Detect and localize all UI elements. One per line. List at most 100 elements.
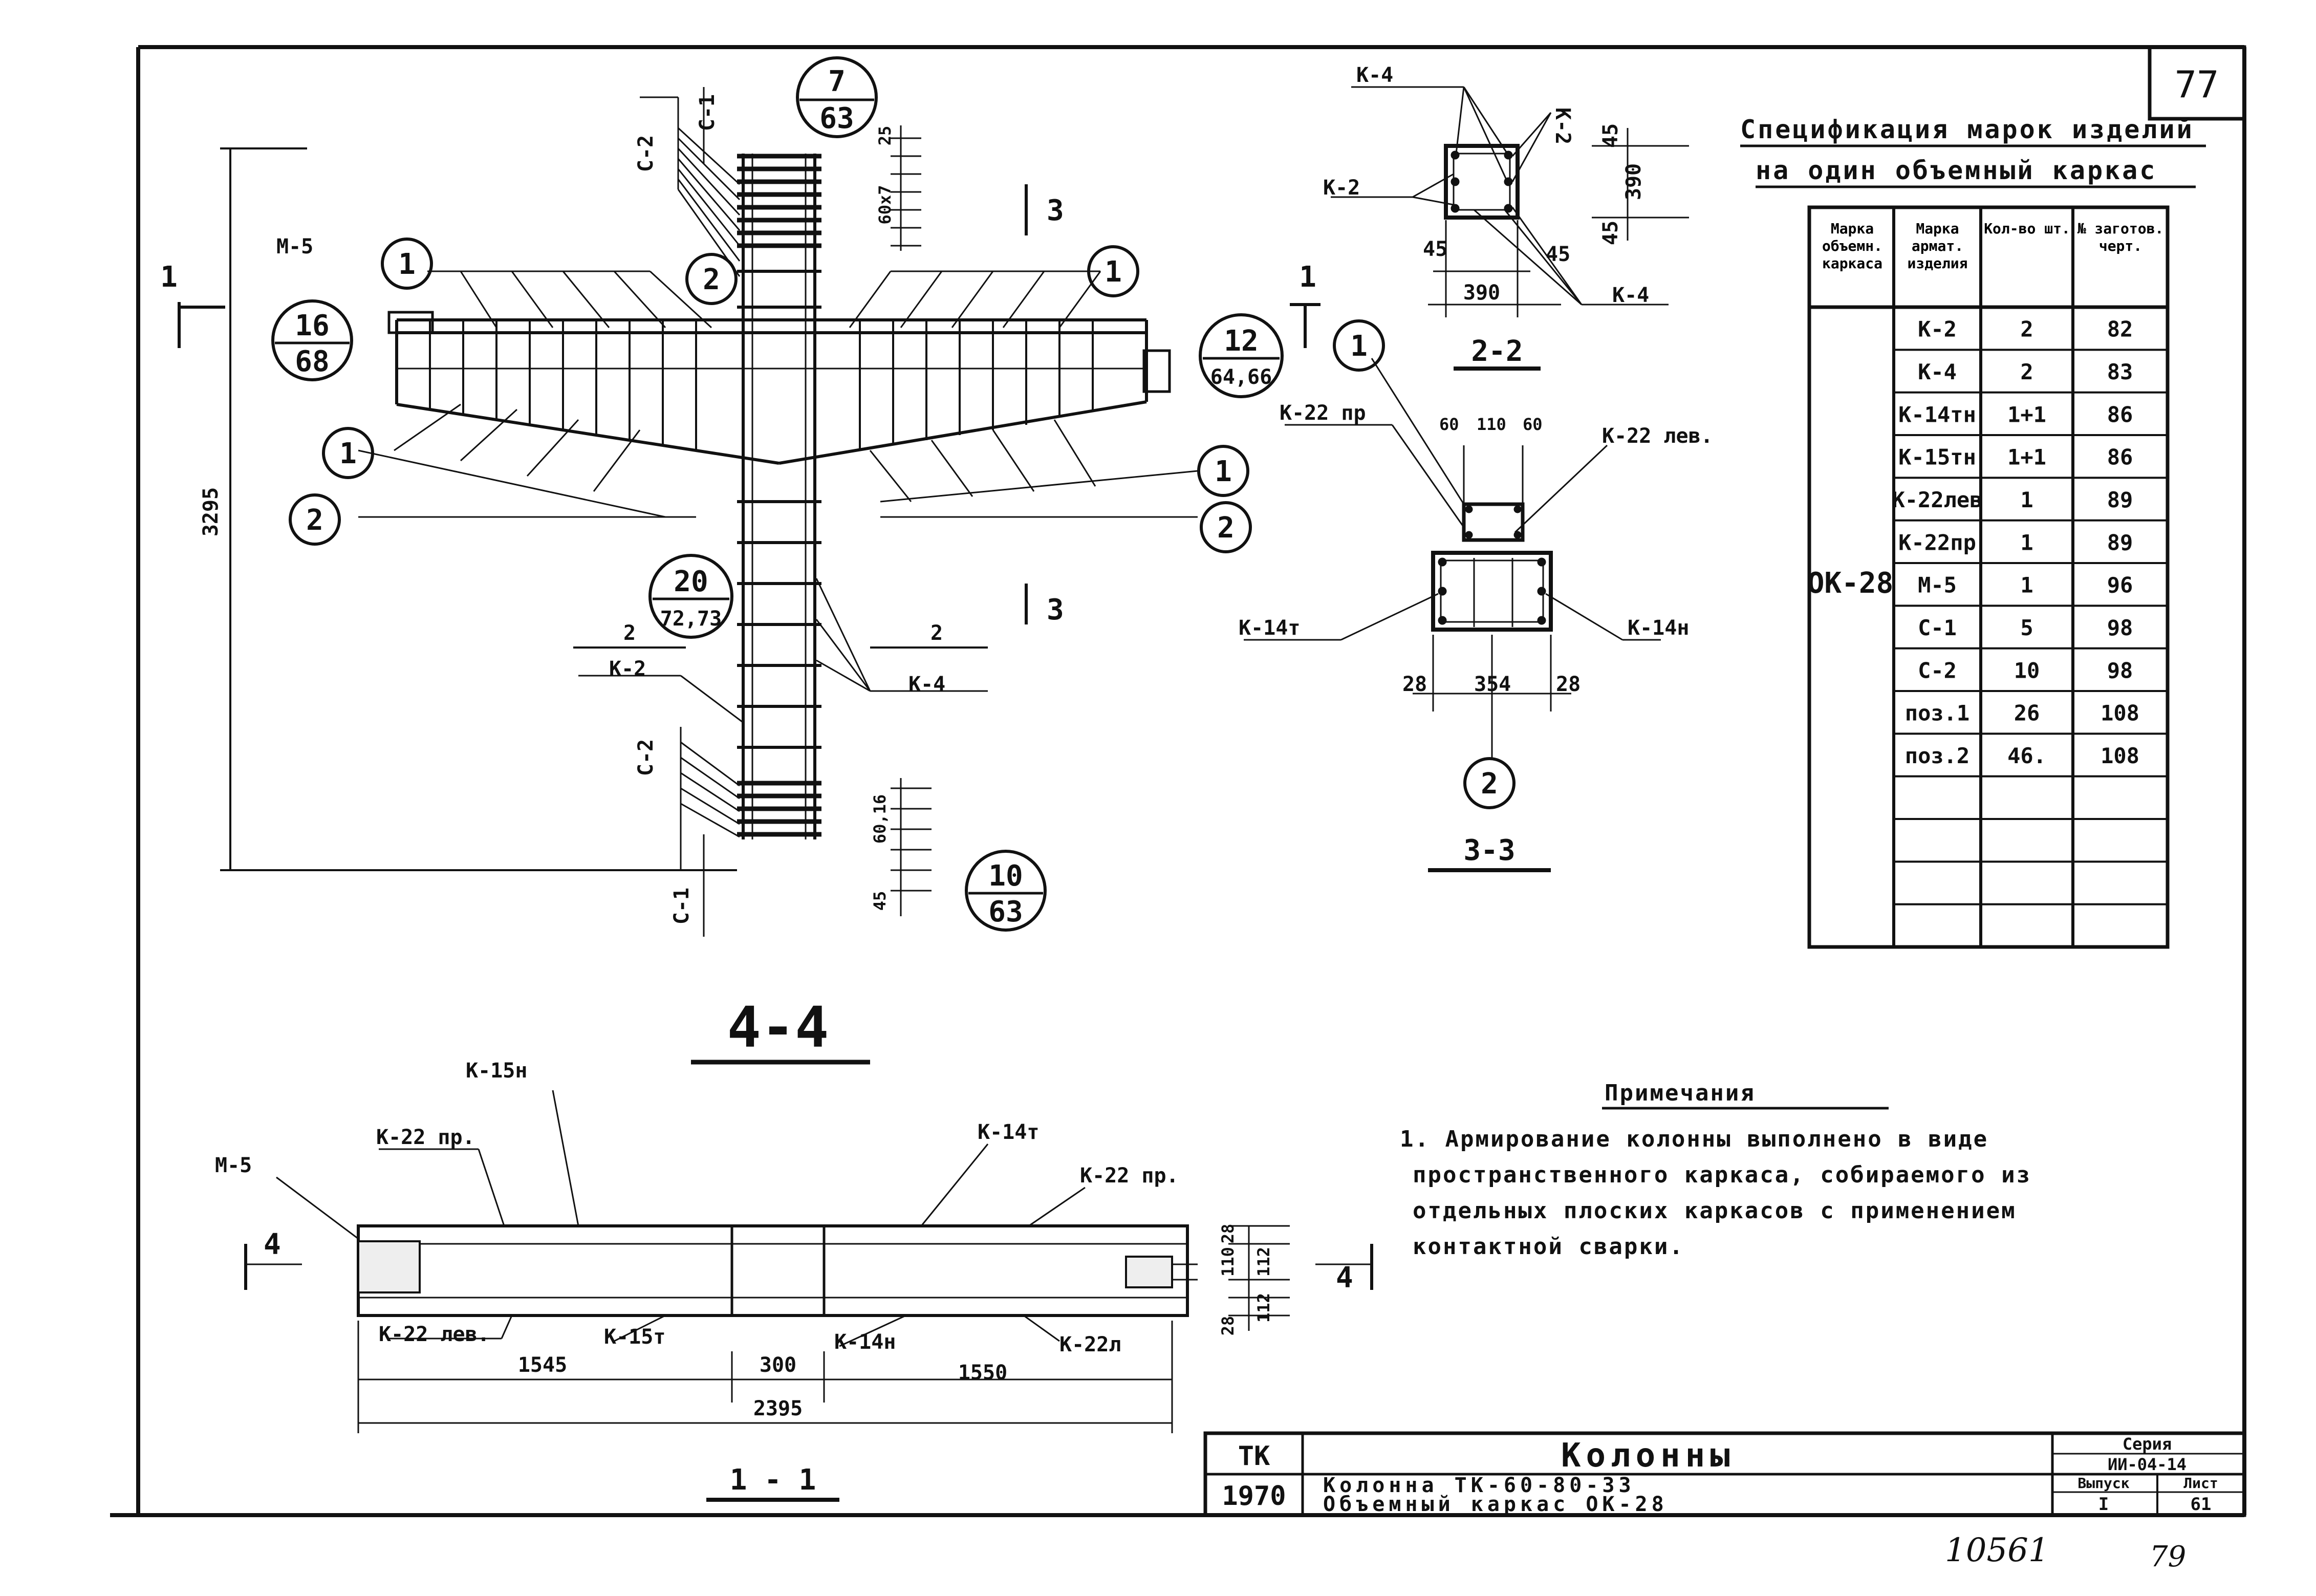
label-k2-right: К-2	[1551, 107, 1574, 144]
svg-text:1: 1	[1350, 330, 1368, 363]
label-k4-4-4: К-4	[908, 673, 945, 696]
tb-issue-label: Выпуск	[2077, 1475, 2129, 1492]
dim-stack-28-top: 28	[1218, 1224, 1238, 1244]
tb-sub-1: Колонна ТК-60-80-33	[1323, 1474, 1635, 1497]
height-dim-3295: 3295	[199, 487, 223, 536]
pos-marker: 2	[685, 253, 738, 305]
view-3-3	[1244, 303, 1661, 872]
spec-cell-ref: 98	[2107, 615, 2133, 640]
svg-text:63: 63	[819, 102, 854, 135]
label-k14t-3-3: К-14т	[1239, 616, 1300, 640]
dim-stack-110: 110	[1218, 1247, 1238, 1277]
pos-marker: 1	[381, 238, 433, 290]
spec-cell-ref: 83	[2107, 359, 2133, 384]
spec-cell-mark: К-22пр	[1898, 530, 1976, 555]
svg-text:1: 1	[1105, 255, 1122, 289]
dim-390-bottom: 390	[1463, 281, 1500, 305]
dim-45-mid: 45	[1546, 243, 1570, 266]
spec-cell-qty: 1	[2020, 487, 2033, 512]
dim-45-right-top: 45	[1599, 123, 1622, 148]
tb-name: Колонны	[1561, 1437, 1735, 1475]
view-4-4	[178, 87, 1198, 1065]
spec-headers: Марка объемн. каркаса Марка армат. издел…	[1822, 220, 2164, 272]
svg-text:2: 2	[306, 504, 323, 537]
console-verticals	[429, 320, 1094, 450]
svg-text:10: 10	[988, 859, 1023, 893]
note-line-1: 1. Армирование колонны выполнено в виде	[1400, 1126, 1988, 1152]
header-frame-mark: Марка объемн. каркаса	[1822, 220, 1882, 272]
tb-issue-value: I	[2098, 1494, 2109, 1515]
label-k2-4-4: К-2	[609, 657, 646, 681]
label-m5-1-1: М-5	[215, 1154, 252, 1177]
bottom-right-dim	[891, 778, 932, 916]
height-dimension	[220, 147, 737, 871]
dim-stack-112-b: 112	[1254, 1293, 1273, 1323]
spec-cell-qty: 46.	[2007, 743, 2046, 768]
view-1-1-title: 1 - 1	[730, 1463, 816, 1497]
page-number: 77	[2175, 63, 2219, 106]
svg-text:72,73: 72,73	[660, 607, 722, 631]
note-line-2: пространственного каркаса, собираемого и…	[1413, 1162, 2031, 1188]
svg-text:1: 1	[339, 437, 357, 470]
bottom-dim-45: 45	[870, 891, 890, 911]
spec-title-line-2: на один объемный каркас	[1756, 156, 2157, 185]
dim-bottom-28-left: 28	[1402, 673, 1427, 696]
dim-45-right-bottom: 45	[1599, 221, 1622, 245]
callout-7-63: 7 63	[796, 56, 878, 138]
dim-390-right: 390	[1622, 163, 1646, 200]
mid-stirrups	[737, 270, 821, 749]
dim-bottom-28-right: 28	[1556, 673, 1581, 696]
section-1-label-2: 1	[1299, 261, 1316, 294]
label-k14t-1-1: К-14т	[978, 1120, 1039, 1144]
column-body	[742, 154, 816, 839]
svg-text:2: 2	[703, 263, 720, 296]
spec-cell-ref: 89	[2107, 530, 2133, 555]
svg-text:63: 63	[988, 895, 1023, 929]
dim-1550: 1550	[958, 1361, 1007, 1385]
label-k15t: К-15т	[604, 1325, 665, 1349]
spec-cell-ref: 108	[2101, 701, 2139, 726]
view-4-4-labels: 4-4 3295 25 60х7 60,16 45 1 3 3 М-5 С-2 …	[160, 94, 1064, 1060]
header-drawing-no: № заготов. черт.	[2077, 220, 2164, 254]
label-k22pr-right: К-22 пр.	[1080, 1164, 1179, 1188]
label-k4-bottom: К-4	[1612, 284, 1649, 307]
spec-cell-mark: К-14тн	[1898, 402, 1976, 427]
dim-45-left: 45	[1423, 238, 1447, 261]
pos-marker: 1	[1197, 445, 1249, 497]
callout-20-72-73: 20 72,73	[648, 554, 733, 639]
spec-cell-qty: 2	[2020, 359, 2033, 384]
dim-stack-28-bottom: 28	[1218, 1316, 1238, 1336]
section-4-left: 4	[264, 1228, 281, 1261]
title-block-text: ТК 1970 Колонны Колонна ТК-60-80-33 Объе…	[1222, 1434, 2218, 1516]
section-3-bottom-label: 3	[1047, 593, 1064, 627]
callout-12-64-66: 12 64,66	[1199, 313, 1284, 398]
svg-text:16: 16	[295, 309, 329, 342]
callout-10-63: 10 63	[965, 850, 1047, 932]
spec-cell-qty: 1+1	[2007, 402, 2046, 427]
view-2-2-title: 2-2	[1471, 335, 1523, 368]
spec-cell-qty: 1+1	[2007, 445, 2046, 470]
pos-marker: 1	[322, 427, 374, 479]
label-k22lev: К-22 лев.	[1602, 424, 1713, 448]
label-c1-bottom: С-1	[670, 888, 694, 924]
tb-year: 1970	[1222, 1481, 1286, 1512]
notes-heading: Примечания	[1605, 1080, 1756, 1106]
svg-text:2: 2	[1217, 511, 1235, 545]
spec-table	[1807, 205, 2170, 949]
svg-text:1: 1	[398, 248, 416, 281]
pos-marker: 2	[1200, 501, 1252, 553]
bottom-stirrups	[737, 781, 821, 837]
spec-title-line-1: Спецификация марок изделий	[1740, 115, 2194, 144]
dim-top-60-right: 60	[1523, 415, 1543, 434]
top-stirrups	[737, 154, 821, 248]
spec-cell-mark: К-2	[1918, 317, 1957, 342]
spec-cell-ref: 86	[2107, 402, 2133, 427]
tb-org: ТК	[1238, 1441, 1270, 1472]
pos-marker: 2	[1463, 757, 1516, 809]
view-1-1	[244, 1090, 1373, 1502]
svg-text:2: 2	[1481, 767, 1498, 801]
section-3-top-label: 3	[1047, 194, 1064, 227]
dim-300: 300	[760, 1353, 796, 1377]
spec-cell-ref: 98	[2107, 658, 2133, 683]
